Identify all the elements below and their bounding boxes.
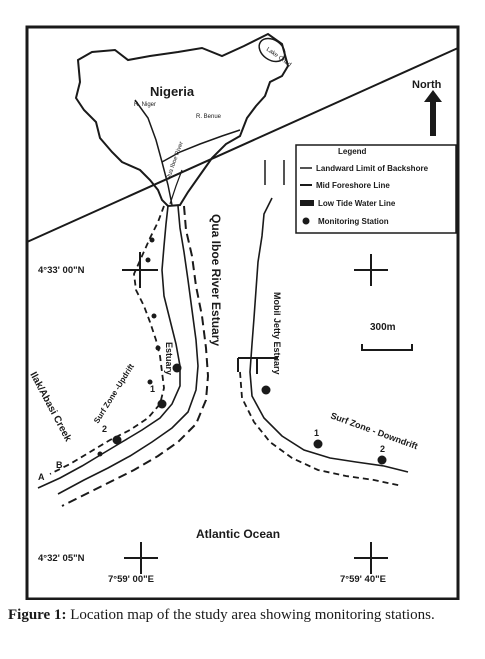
figure-caption-text: Location map of the study area showing m…: [66, 607, 435, 623]
scale-bar: 300m: [361, 322, 413, 351]
qua-iboe-estuary-label: Qua Iboe River Estuary: [209, 214, 223, 346]
river-qua-iboe-line: [169, 169, 183, 205]
legend-title: Legend: [338, 147, 367, 156]
legend-label-backshore: Landward Limit of Backshore: [316, 164, 429, 173]
figure-caption-label: Figure 1:: [8, 607, 67, 623]
nigeria-outline: [74, 32, 290, 208]
legend-symbol-lowtide: [300, 200, 314, 206]
lake-chad-outline: [258, 37, 286, 63]
station-label-downdrift-1: 1: [314, 428, 319, 438]
river-benue-label: R. Benue: [196, 114, 222, 120]
ilak-abasi-creek-label: Ilak/Abasi Creek: [27, 370, 73, 444]
estuary-main-channel-west: [37, 205, 181, 489]
surf-zone-downdrift-label: Surf Zone - Downdrift: [329, 410, 419, 451]
river-niger-label: R. Niger: [134, 102, 156, 108]
station-label-downdrift-2: 2: [380, 444, 385, 454]
inset-divider: [26, 47, 459, 243]
station-dot-mobil-jetty: [261, 385, 271, 395]
legend-label-foreshore: Mid Foreshore Line: [316, 181, 390, 190]
river-niger-line: [134, 99, 173, 206]
mobil-jetty-estuary-label: Mobil Jetty Estuary: [272, 292, 282, 375]
surf-zone-updrift-label: Surf Zone -Updrift: [92, 362, 136, 425]
atlantic-ocean-label: Atlantic Ocean: [196, 527, 280, 541]
line-label-b: B: [56, 460, 63, 470]
estuary-east-bank: [61, 205, 210, 507]
legend-label-lowtide: Low Tide Water Line: [318, 199, 396, 208]
river-benue-line: [161, 129, 241, 163]
nigeria-label: Nigeria: [150, 84, 195, 99]
line-label-a: A: [38, 472, 45, 482]
latitude-south-label: 4°32' 05"N: [38, 553, 85, 564]
station-dot-estuary-upper: [172, 363, 182, 373]
estuary-main-channel-east: [57, 205, 199, 495]
location-map: Nigeria Lake Chad R. Niger R. Benue Qua …: [25, 25, 460, 600]
scale-bar-label: 300m: [370, 322, 396, 333]
mobil-jetty-east-bank: [239, 371, 403, 487]
station-label-updrift-2: 2: [102, 424, 107, 434]
station-label-updrift-1: 1: [150, 384, 155, 394]
figure-caption: Figure 1: Location map of the study area…: [8, 604, 478, 626]
latitude-north-label: 4°33' 00"N: [38, 265, 85, 276]
station-dot-updrift-2: [112, 435, 122, 445]
north-arrow: North: [412, 79, 442, 136]
legend-symbol-station: [302, 217, 310, 225]
estuary-small-label: Estuary: [164, 342, 174, 375]
legend-label-station: Monitoring Station: [318, 217, 389, 226]
grid-crosses: [122, 252, 388, 574]
map-frame: [25, 25, 460, 600]
monitoring-stations: [97, 237, 387, 465]
longitude-east-label: 7°59' 40"E: [340, 574, 386, 585]
estuary-west-bank: [49, 205, 165, 475]
station-dot-downdrift-2: [377, 455, 387, 465]
longitude-west-label: 7°59' 00"E: [108, 574, 154, 585]
north-label: North: [412, 79, 442, 91]
mobil-jetty-west-bank: [249, 197, 409, 473]
legend-box: Legend Landward Limit of Backshore Mid F…: [295, 144, 457, 234]
station-dot-downdrift-1: [313, 439, 323, 449]
station-dot-estuary-lower: [157, 399, 167, 409]
lake-chad-label: Lake Chad: [265, 47, 292, 69]
